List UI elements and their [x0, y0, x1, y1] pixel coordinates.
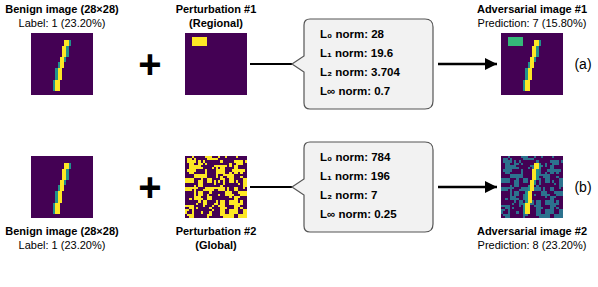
image-tile: Perturbation #1(Regional) [170, 2, 262, 95]
image-caption: (Global) [195, 238, 237, 252]
pixel-image [31, 156, 93, 218]
norm-value: L∞ norm: 0.25 [320, 205, 424, 224]
row-tag: (b) [574, 179, 591, 195]
norm-callout: L₀ norm: 784L₁ norm: 196L₂ norm: 7L∞ nor… [290, 141, 434, 233]
plus-sign: + [138, 44, 161, 84]
row-tag: (a) [574, 56, 591, 72]
connector [250, 186, 292, 188]
pixel-image [31, 33, 93, 95]
norm-callout: L₀ norm: 28L₁ norm: 19.6L₂ norm: 3.704L∞… [290, 18, 434, 110]
norm-value: L₁ norm: 196 [320, 167, 424, 186]
image-heading: Perturbation #1 [176, 2, 257, 16]
image-tile: Perturbation #2(Global) [170, 156, 262, 252]
norm-value: L₂ norm: 7 [320, 186, 424, 205]
norm-value: L₂ norm: 3.704 [320, 63, 424, 82]
connector [438, 186, 497, 189]
pixel-image [185, 33, 247, 95]
image-caption: Prediction: 7 (15.80%) [478, 16, 587, 30]
image-tile: Benign image (28×28)Label: 1 (23.20%) [2, 2, 122, 95]
image-heading: Adversarial image #1 [477, 2, 587, 16]
connector [438, 63, 497, 66]
norm-value: L∞ norm: 0.7 [320, 82, 424, 101]
norm-value: L₀ norm: 28 [320, 25, 424, 44]
image-tile: Benign image (28×28)Label: 1 (23.20%) [2, 156, 122, 252]
image-caption: Label: 1 (23.20%) [19, 238, 106, 252]
image-caption: Prediction: 8 (23.20%) [478, 238, 587, 252]
image-heading: Perturbation #2 [176, 224, 257, 238]
image-heading: Adversarial image #2 [477, 224, 587, 238]
norm-value: L₀ norm: 784 [320, 148, 424, 167]
image-tile: Adversarial image #2Prediction: 8 (23.20… [472, 156, 592, 252]
pixel-image [501, 33, 563, 95]
image-tile: Adversarial image #1Prediction: 7 (15.80… [472, 2, 592, 95]
connector [250, 63, 292, 65]
image-caption: (Regional) [189, 16, 243, 30]
norm-value: L₁ norm: 19.6 [320, 44, 424, 63]
pixel-image [501, 156, 563, 218]
callout-shape [292, 142, 433, 232]
image-heading: Benign image (28×28) [5, 224, 118, 238]
pixel-image [185, 156, 247, 218]
callout-shape [292, 19, 433, 109]
image-caption: Label: 1 (23.20%) [19, 16, 106, 30]
image-heading: Benign image (28×28) [5, 2, 118, 16]
plus-sign: + [138, 167, 161, 207]
